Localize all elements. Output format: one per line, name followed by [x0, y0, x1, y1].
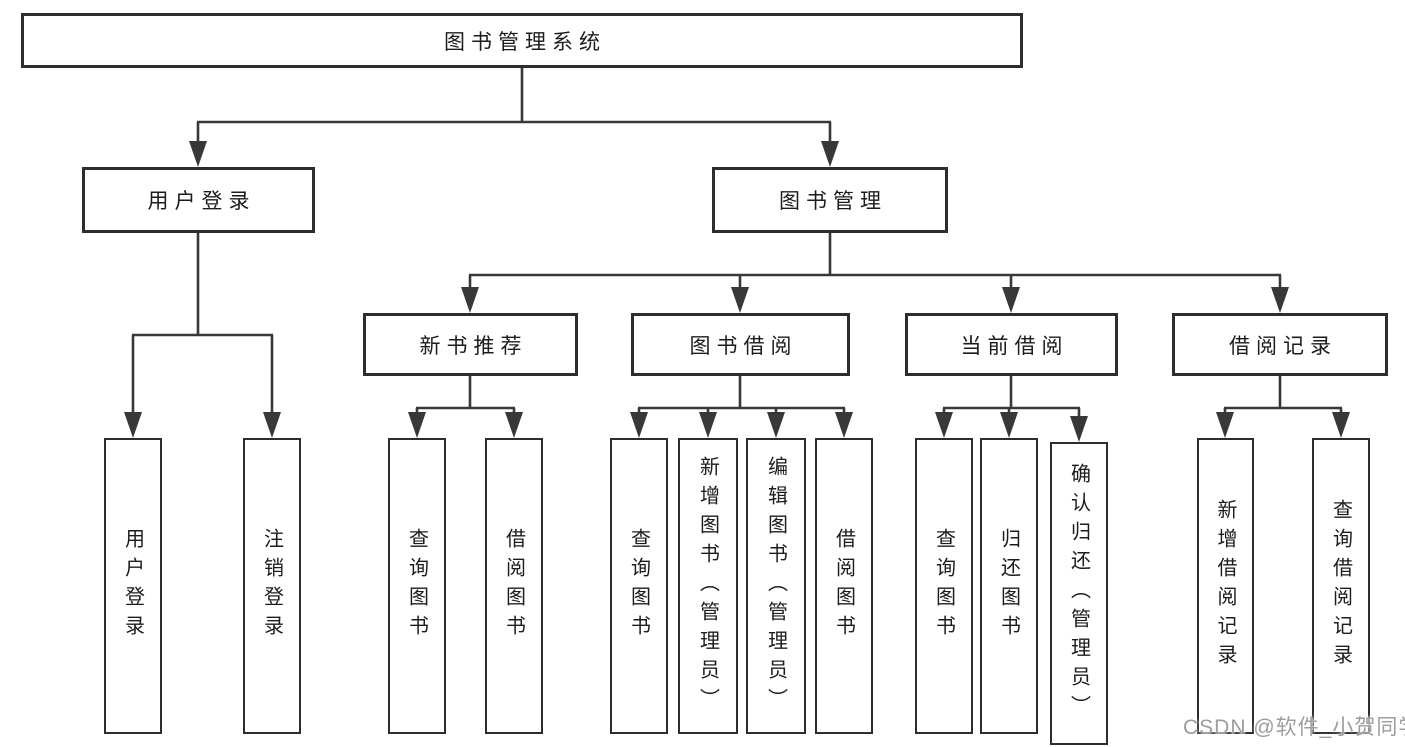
leaf-recommend-borrow-books: 借阅图书 [485, 438, 543, 734]
leaf-return-books-label: 归还图书 [997, 528, 1020, 644]
leaf-edit-books-admin-label: 编辑图书（管理员） [764, 455, 787, 717]
arrowheads [124, 141, 1350, 442]
node-current-borrow: 当前借阅 [905, 313, 1118, 376]
leaf-current-query-books-label: 查询图书 [932, 528, 955, 644]
leaf-user-login: 用户登录 [104, 438, 162, 734]
leaf-recommend-query-books: 查询图书 [388, 438, 446, 734]
leaf-current-query-books: 查询图书 [915, 438, 973, 734]
node-user-login-label: 用户登录 [147, 190, 256, 213]
leaf-query-borrow-record-label: 查询借阅记录 [1329, 499, 1352, 673]
node-book-borrow: 图书借阅 [631, 313, 850, 376]
leaf-recommend-query-books-label: 查询图书 [405, 528, 428, 644]
leaf-add-books-admin-label: 新增图书（管理员） [696, 455, 719, 717]
csdn-watermark: CSDN @软件_小贺同学 [1183, 716, 1405, 739]
leaf-logout-label: 注销登录 [260, 528, 283, 644]
node-root-label: 图书管理系统 [444, 30, 606, 54]
leaf-borrow-books-label: 借阅图书 [832, 528, 855, 644]
leaf-edit-books-admin: 编辑图书（管理员） [746, 438, 806, 734]
leaf-logout: 注销登录 [243, 438, 301, 734]
leaf-borrow-query-books-label: 查询图书 [627, 528, 650, 644]
leaf-borrow-query-books: 查询图书 [610, 438, 668, 734]
leaf-query-borrow-record: 查询借阅记录 [1312, 438, 1370, 734]
node-borrow-records: 借阅记录 [1172, 313, 1388, 376]
node-borrow-records-label: 借阅记录 [1229, 334, 1337, 358]
node-book-management-label: 图书管理 [779, 190, 887, 213]
leaf-user-login-label: 用户登录 [121, 528, 144, 644]
leaf-add-borrow-record: 新增借阅记录 [1197, 438, 1254, 734]
leaf-return-books: 归还图书 [980, 438, 1038, 734]
node-current-borrow-label: 当前借阅 [960, 334, 1069, 358]
node-new-book-recommend-label: 新书推荐 [419, 334, 528, 358]
leaf-recommend-borrow-books-label: 借阅图书 [502, 528, 525, 644]
node-book-borrow-label: 图书借阅 [689, 334, 798, 358]
leaf-add-books-admin: 新增图书（管理员） [678, 438, 738, 734]
leaf-confirm-return-admin: 确认归还（管理员） [1050, 442, 1108, 745]
node-user-login: 用户登录 [82, 167, 315, 233]
node-root: 图书管理系统 [21, 13, 1023, 68]
leaf-confirm-return-admin-label: 确认归还（管理员） [1067, 463, 1090, 724]
leaf-borrow-books: 借阅图书 [815, 438, 873, 734]
node-new-book-recommend: 新书推荐 [363, 313, 578, 376]
node-book-management: 图书管理 [712, 167, 948, 233]
leaf-add-borrow-record-label: 新增借阅记录 [1214, 499, 1236, 673]
